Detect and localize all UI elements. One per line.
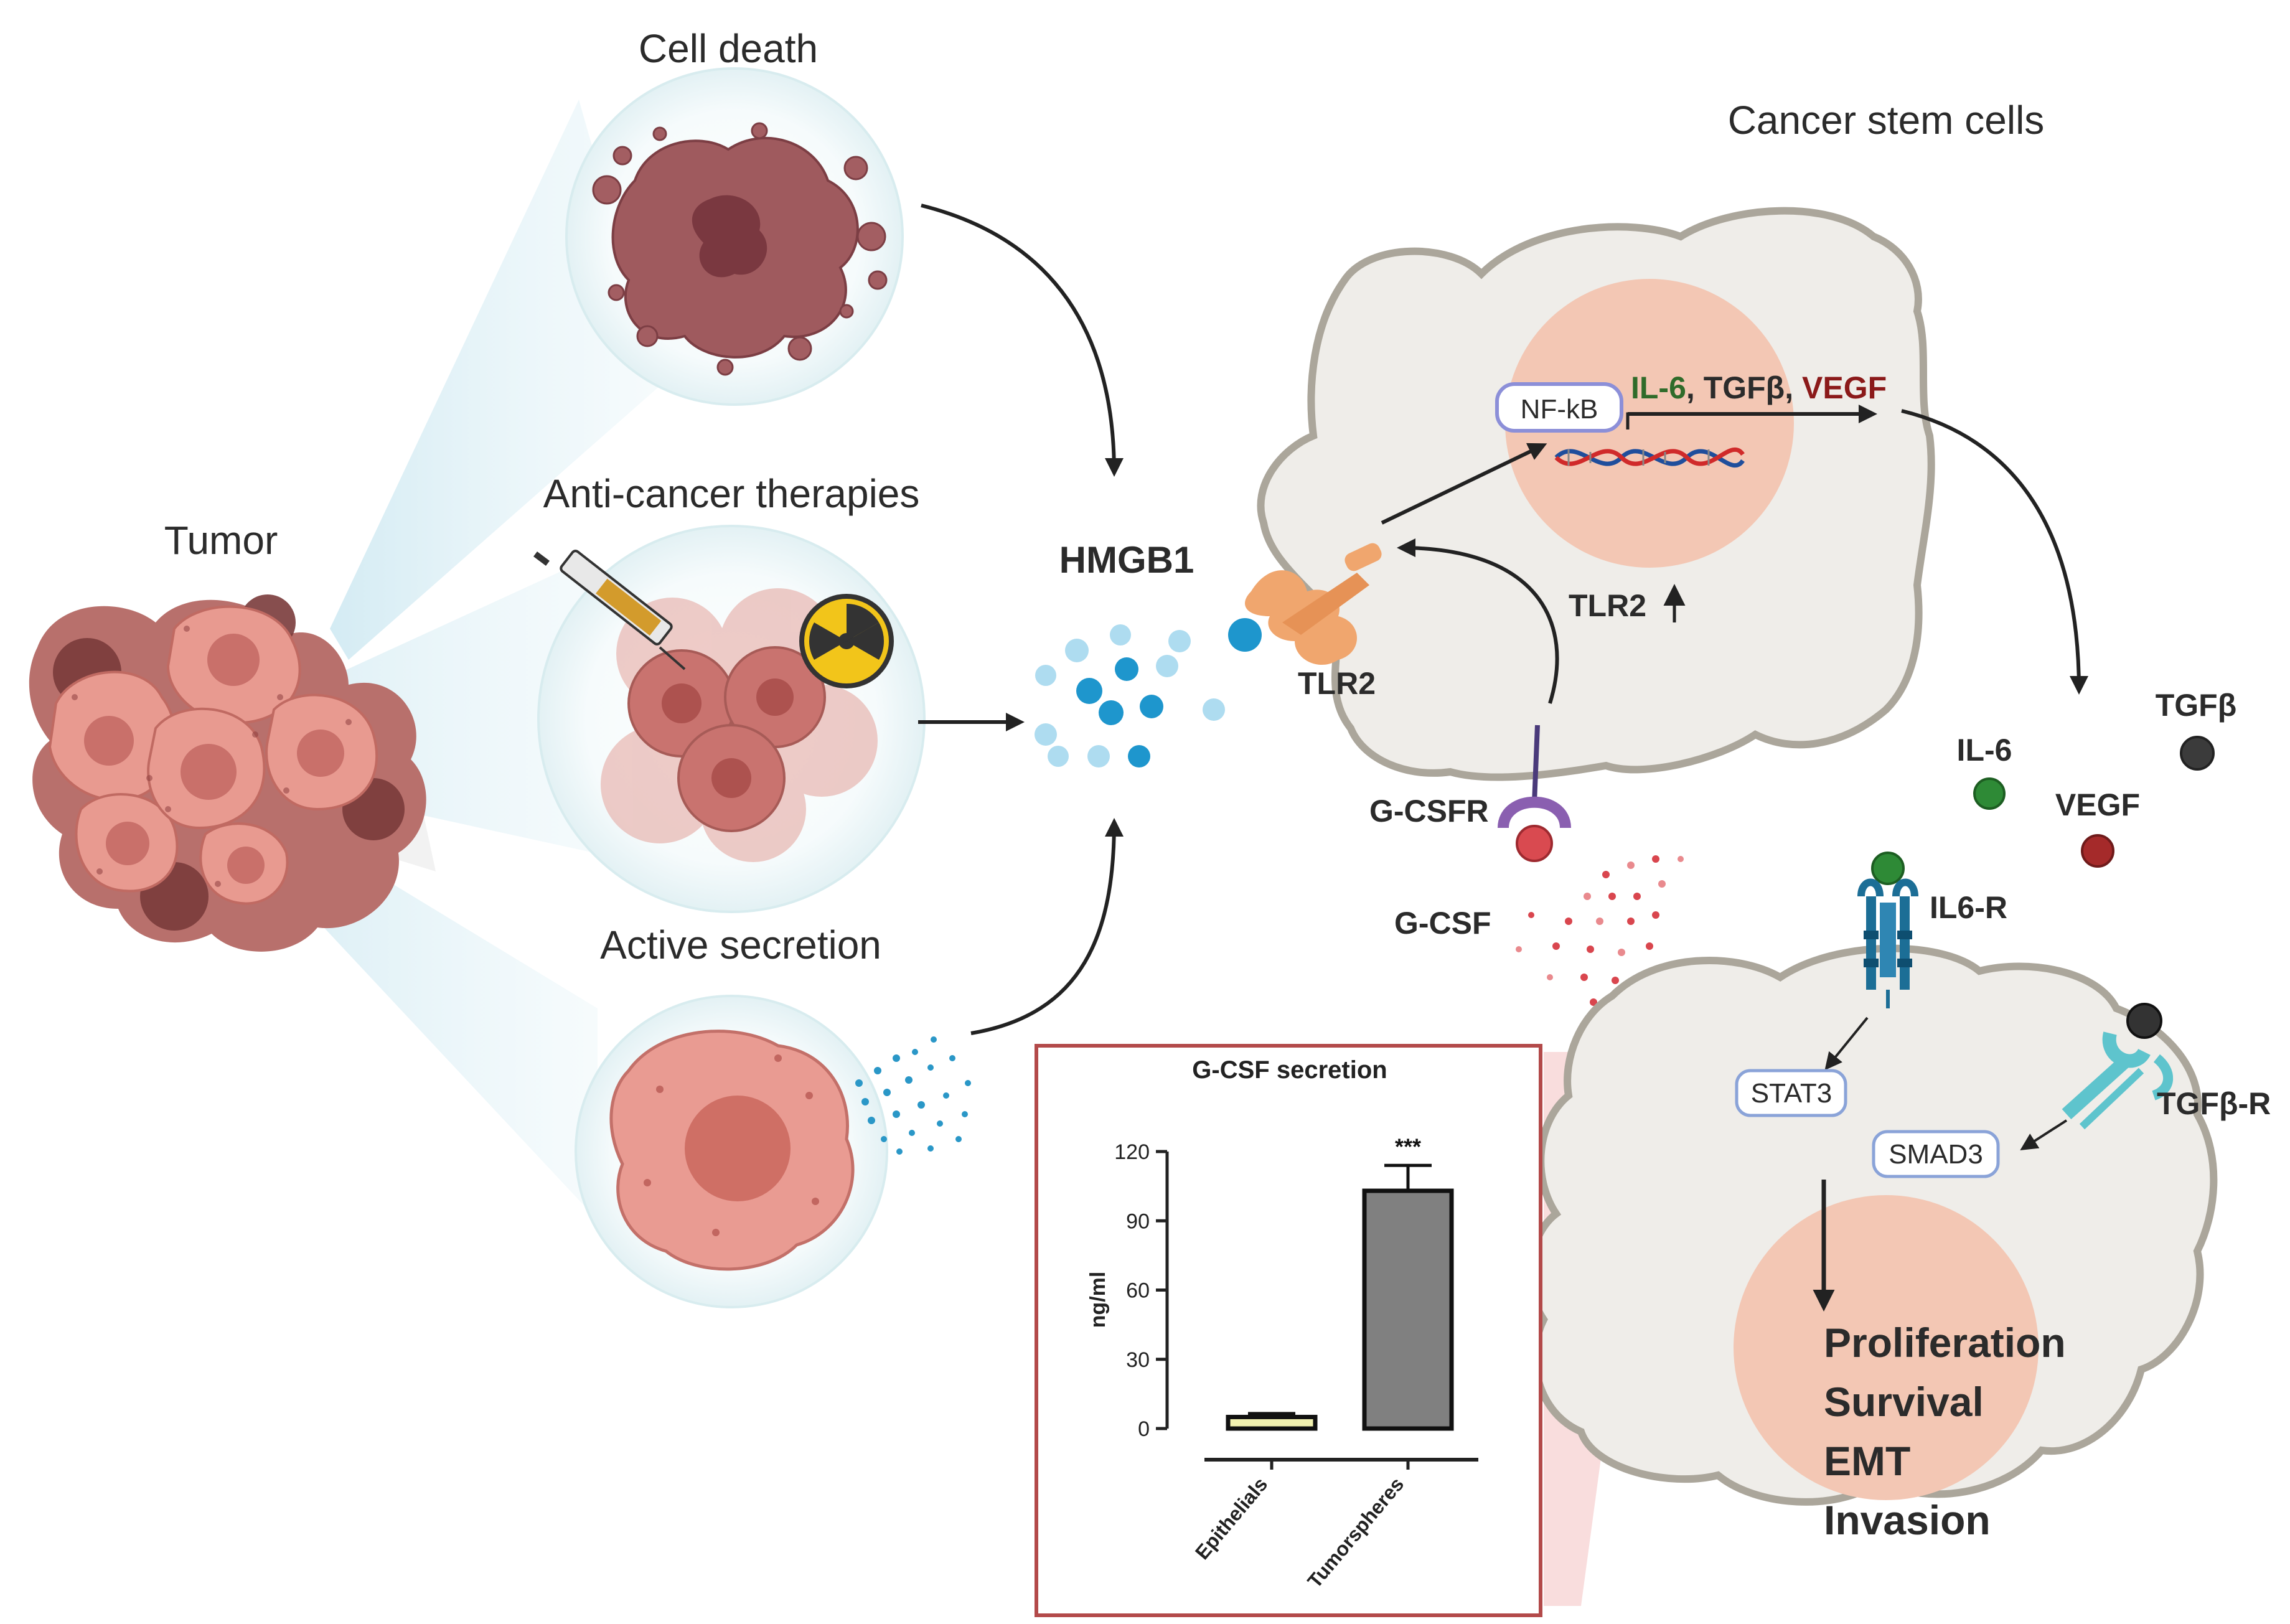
outcome-item: Survival — [1824, 1379, 1984, 1425]
arrow-tlr2-to-nfkb — [1381, 443, 1547, 525]
hmgb1-particles — [1035, 624, 1225, 767]
y-tick-label: 30 — [1126, 1348, 1150, 1372]
tumor-label: Tumor — [164, 518, 278, 563]
therapies-bubble — [533, 525, 926, 913]
stat3-label: STAT3 — [1751, 1078, 1832, 1109]
smad3-box — [1872, 1130, 2000, 1178]
hmgb1-label: HMGB1 — [1059, 539, 1194, 581]
syringe-icon — [533, 550, 686, 670]
smad3-label: SMAD3 — [1889, 1139, 1983, 1170]
y-tick-label: 60 — [1126, 1279, 1150, 1303]
nfkb-label: NF-kB — [1521, 394, 1598, 425]
transcript-list: IL-6, TGFβ, VEGF — [1631, 370, 1887, 405]
transcript-sep2: , — [1785, 370, 1802, 405]
tlr2-label: TLR2 — [1298, 666, 1376, 701]
il6r-label: IL6-R — [1930, 890, 2007, 925]
outcome-item: Proliferation — [1824, 1320, 2066, 1366]
active-secretion-bubble — [575, 995, 888, 1308]
anti-cancer-label: Anti-cancer therapies — [543, 471, 920, 516]
arrow-tgfbr-to-smad3 — [2020, 1119, 2068, 1151]
secreted-factors — [1973, 736, 2215, 868]
outcome-item: Invasion — [1824, 1497, 1991, 1543]
stat3-box — [1735, 1069, 1847, 1117]
tlr2-receptor-icon — [1228, 543, 1382, 665]
y-tick-label: 90 — [1126, 1209, 1150, 1233]
nucleus-lower — [1734, 1195, 2039, 1500]
gcsfr-label: G-CSFR — [1369, 794, 1489, 828]
outcome-item: EMT — [1824, 1438, 1910, 1484]
bar — [1362, 1188, 1454, 1431]
gcsf-particles — [1516, 855, 1684, 1056]
tumor-illustration — [29, 594, 426, 952]
active-secretion-label: Active secretion — [600, 922, 881, 967]
y-tick-label: 0 — [1138, 1417, 1150, 1441]
il6r-receptor-icon — [1857, 852, 1918, 1008]
tlr2-upregulation-label: TLR2 — [1569, 588, 1646, 623]
transcript-il6: IL-6 — [1631, 370, 1686, 405]
tgfbr-label: TGFβ-R — [2157, 1086, 2271, 1121]
tgfbr-receptor-icon — [2062, 1003, 2174, 1130]
arrow-gcsfr-to-tlr2 — [1397, 538, 1559, 704]
transcript-vegf: VEGF — [1802, 370, 1887, 405]
transcript-sep1: , — [1686, 370, 1704, 405]
arrow-il6r-to-stat3 — [1824, 1016, 1869, 1071]
nucleus-upper — [1505, 279, 1794, 568]
significance-label: *** — [1395, 1134, 1421, 1159]
outcome-list: Proliferation Survival EMT Invasion — [1824, 1320, 2066, 1543]
secreted-il6-label: IL-6 — [1957, 733, 2012, 767]
radiation-icon — [799, 594, 894, 688]
gcsf-label: G-CSF — [1394, 906, 1491, 941]
y-tick-label: 120 — [1114, 1140, 1150, 1164]
dna-helix-icon — [1554, 448, 1745, 467]
chart-ylabel: ng/ml — [1086, 1272, 1110, 1328]
secreted-vegf-label: VEGF — [2055, 787, 2140, 822]
nfkb-box — [1495, 382, 1623, 433]
arrow-cell-death-to-hmgb1 — [921, 204, 1124, 477]
chart-title: G-CSF secretion — [1192, 1056, 1387, 1084]
transcript-tgfb: TGFβ — [1704, 370, 1785, 405]
secretion-particles — [855, 1036, 971, 1155]
secreted-tgfb-label: TGFβ — [2156, 688, 2237, 723]
arrow-secreted-factors — [1901, 409, 2088, 695]
cell-death-label: Cell death — [639, 26, 818, 71]
cell-death-bubble — [565, 67, 904, 406]
gcsf-chart-inset: G-CSF secretion ng/ml 0306090120Epitheli… — [1035, 1044, 1542, 1617]
bar — [1226, 1414, 1318, 1431]
gcsfr-receptor-icon — [1498, 725, 1571, 862]
cancer-stem-cells-label: Cancer stem cells — [1728, 98, 2045, 143]
arrow-secretion-to-hmgb1 — [970, 818, 1124, 1035]
